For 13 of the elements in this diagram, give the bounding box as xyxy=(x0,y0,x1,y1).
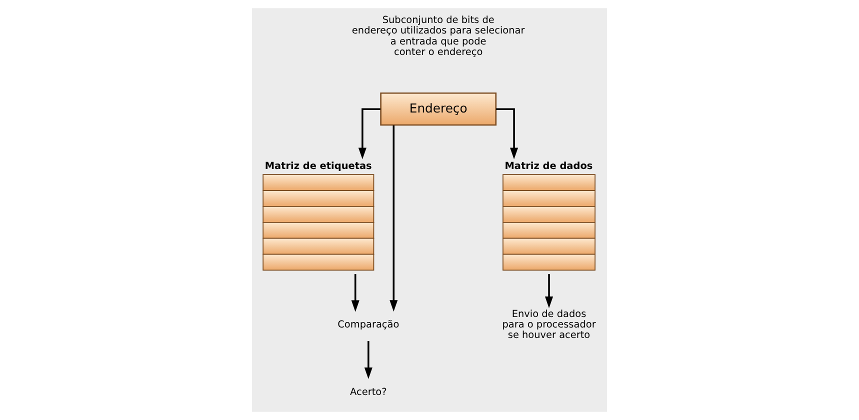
node-text: Comparação xyxy=(338,320,400,331)
arrow xyxy=(544,274,554,308)
node-text: Acerto? xyxy=(350,386,387,398)
arrow xyxy=(351,274,360,312)
node-text: Envio de dados para o processador se houver acerto xyxy=(502,308,596,342)
arrow xyxy=(364,341,372,379)
node-box: Endereço xyxy=(380,92,497,126)
node-label: Matriz de dados xyxy=(504,161,593,172)
arrow xyxy=(358,108,380,160)
node-label: Matriz de etiquetas xyxy=(264,161,372,172)
label: Subconjunto de bits de endereço utilizados para selecionar a entrada que pode conter o endereço xyxy=(352,15,525,58)
arrow xyxy=(390,125,398,312)
arrow xyxy=(496,108,518,160)
